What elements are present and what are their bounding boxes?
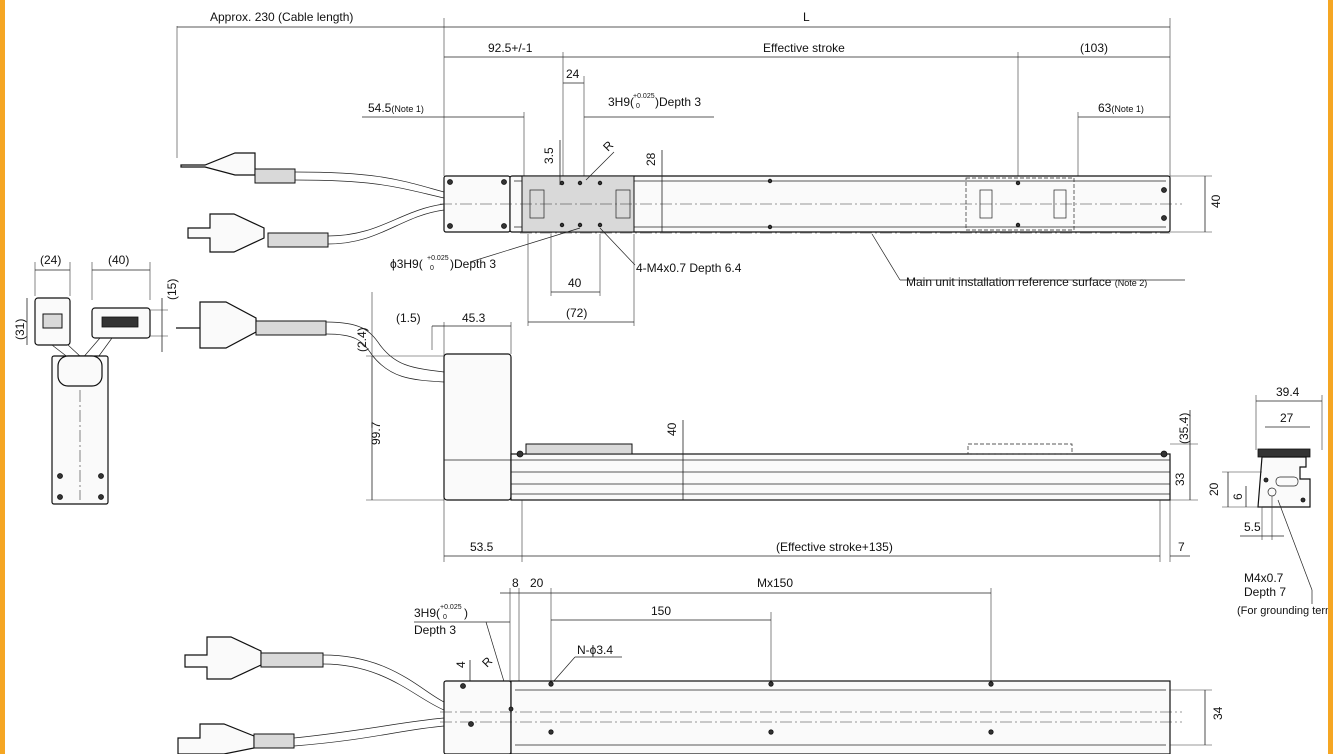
dim-4: 4 xyxy=(454,661,468,668)
bore-callout-top: 3H9( +0.025 0 )Depth 3 xyxy=(608,93,701,110)
dim-40-side: 40 xyxy=(1209,194,1223,208)
dim-34: 34 xyxy=(1211,706,1225,720)
dim-2-4: (2.4) xyxy=(355,327,369,352)
front-view: (1.5) 45.3 (2.4) 99.7 40 (35.4) 33 53.5 … xyxy=(355,292,1198,562)
radius-r-top: R xyxy=(600,138,616,154)
dim-31: (31) xyxy=(13,319,27,340)
n-phi-label: N-ϕ3.4 xyxy=(577,643,613,657)
svg-text:+0.025: +0.025 xyxy=(440,604,462,611)
dim-39-4: 39.4 xyxy=(1276,385,1300,399)
svg-text:)Depth 3: )Depth 3 xyxy=(655,95,701,109)
total-length-label: L xyxy=(803,10,810,24)
svg-text:+0.025: +0.025 xyxy=(633,93,655,100)
svg-text:0: 0 xyxy=(636,103,640,110)
phi-bore-callout: ϕ3H9( +0.025 0 )Depth 3 xyxy=(390,255,496,272)
motor-unit-front xyxy=(443,353,512,501)
tapped-holes-label: 4-M4x0.7 Depth 6.4 xyxy=(636,261,742,275)
svg-text:3H9(: 3H9( xyxy=(608,95,634,109)
connector-bottom-upper xyxy=(184,636,262,680)
svg-text:0: 0 xyxy=(443,614,447,621)
dim-53-5: 53.5 xyxy=(470,540,494,554)
dim-20: 20 xyxy=(1207,482,1221,496)
dim-103: (103) xyxy=(1080,41,1108,55)
dim-27: 27 xyxy=(1280,411,1294,425)
dim-1-5: (1.5) xyxy=(396,311,421,325)
dim-54-5: 54.5(Note 1) xyxy=(368,101,424,115)
dim-40-mid: 40 xyxy=(568,276,582,290)
actuator-body-bottom xyxy=(510,680,1171,754)
radius-r-bottom: R xyxy=(479,654,495,670)
svg-text:0: 0 xyxy=(430,265,434,272)
svg-text:Depth 3: Depth 3 xyxy=(414,623,456,637)
dim-7: 7 xyxy=(1178,540,1185,554)
slider-table xyxy=(521,175,635,233)
dim-33: 33 xyxy=(1173,472,1187,486)
effective-plus-label: (Effective stroke+135) xyxy=(776,540,893,554)
connector-top-upper xyxy=(180,152,256,176)
svg-text:3H9(: 3H9( xyxy=(414,606,440,620)
end-view: 39.4 27 20 6 5.5 M4x0.7 Depth 7 (For gro… xyxy=(1207,385,1328,617)
dim-3-5: 3.5 xyxy=(542,147,556,164)
slider-table-front xyxy=(525,443,633,455)
dim-5-5: 5.5 xyxy=(1244,520,1261,534)
connector-front xyxy=(176,301,257,349)
ground-line-2: Depth 7 xyxy=(1244,585,1286,599)
svg-text:+0.025: +0.025 xyxy=(427,255,449,262)
dim-24-conn: (24) xyxy=(40,253,61,267)
ground-line-3: (For grounding terminal) xyxy=(1237,605,1328,617)
drawing-canvas: Approx. 230 (Cable length) L 92.5+/-1 Ef… xyxy=(13,10,1328,754)
connector-bottom-lower xyxy=(177,723,255,754)
connector-top-lower xyxy=(187,213,265,253)
dim-8: 8 xyxy=(512,576,519,590)
dim-28: 28 xyxy=(644,152,658,166)
dim-45-3: 45.3 xyxy=(462,311,486,325)
top-view: Approx. 230 (Cable length) L 92.5+/-1 Ef… xyxy=(176,10,1223,326)
actuator-body-front xyxy=(510,453,1171,501)
svg-text:)Depth 3: )Depth 3 xyxy=(450,257,496,271)
effective-stroke-label: Effective stroke xyxy=(763,41,845,55)
dim-24-top: 24 xyxy=(566,67,580,81)
bottom-view: 8 20 Mx150 150 3H9( +0.025 0 ) Depth 3 N… xyxy=(177,576,1225,754)
dim-20-bot: 20 xyxy=(530,576,544,590)
cable-length-label: Approx. 230 (Cable length) xyxy=(210,10,353,24)
drawing-sheet: Approx. 230 (Cable length) L 92.5+/-1 Ef… xyxy=(5,0,1328,754)
dim-15: (15) xyxy=(165,279,179,300)
dim-35-4: (35.4) xyxy=(1177,413,1191,444)
dim-63: 63(Note 1) xyxy=(1098,101,1144,115)
install-ref-label: Main unit installation reference surface… xyxy=(906,275,1147,289)
end-profile xyxy=(1257,456,1311,508)
end-slider xyxy=(1257,448,1311,458)
dim-99-7: 99.7 xyxy=(369,421,383,445)
svg-text:ϕ3H9(: ϕ3H9( xyxy=(390,257,423,271)
bore-callout-bottom: 3H9( +0.025 0 ) Depth 3 xyxy=(414,604,468,637)
svg-text:): ) xyxy=(464,606,468,620)
dim-150: 150 xyxy=(651,604,671,618)
motor-housing-bottom xyxy=(443,680,512,754)
dim-72: (72) xyxy=(566,306,587,320)
connector-detail: (24) (40) (15) (31) xyxy=(13,253,445,505)
dim-92-5: 92.5+/-1 xyxy=(488,41,533,55)
dim-6: 6 xyxy=(1231,493,1245,500)
dim-40-conn: (40) xyxy=(108,253,129,267)
m-x150-label: Mx150 xyxy=(757,576,793,590)
ground-line-1: M4x0.7 xyxy=(1244,571,1284,585)
dim-40-front: 40 xyxy=(665,422,679,436)
